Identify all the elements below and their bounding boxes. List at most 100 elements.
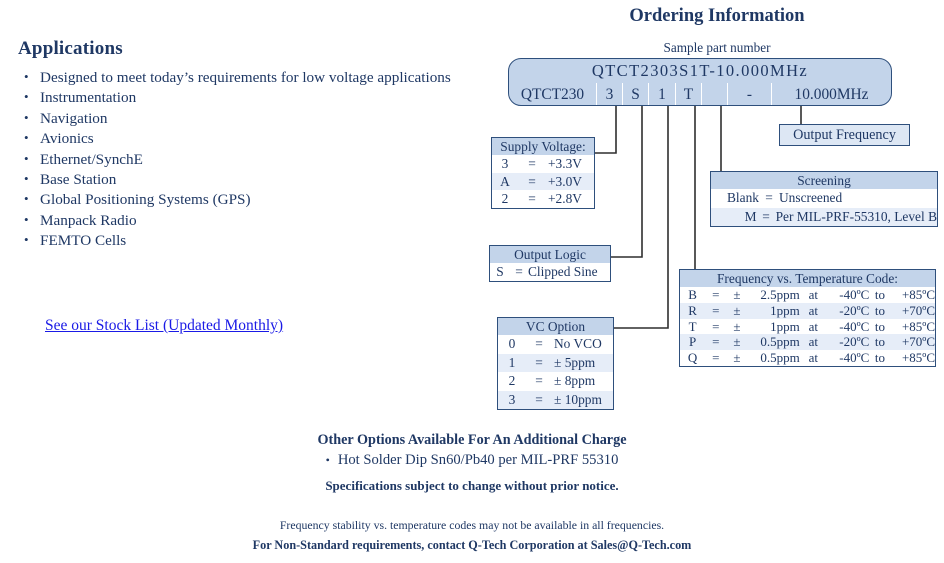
list-item: • Manpack Radio bbox=[18, 211, 458, 230]
bullet-icon: • bbox=[325, 453, 330, 467]
equals-cell: = bbox=[762, 208, 770, 224]
bullet-icon: • bbox=[24, 232, 29, 248]
equals-cell: = bbox=[528, 191, 536, 206]
equals-cell: = bbox=[535, 354, 543, 370]
part-number-full: QTCT2303S1T-10.000MHz bbox=[591, 61, 809, 80]
supply-voltage-box: Supply Voltage: 3 = +3.3V A = +3.0V 2 = … bbox=[491, 137, 595, 209]
value-cell: ± 8ppm bbox=[554, 373, 596, 389]
screening-header: Screening bbox=[711, 172, 937, 189]
code-cell: Q bbox=[687, 350, 698, 366]
output-logic-header: Output Logic bbox=[490, 246, 610, 263]
vc-option-box: VC Option 0 = No VCO 1 = ± 5ppm 2 = ± 8p… bbox=[497, 317, 614, 411]
code-cell: 2 bbox=[508, 373, 516, 389]
equals-cell: = bbox=[528, 156, 536, 171]
value-cell: +2.8V bbox=[548, 191, 582, 206]
temp-low-cell: -40ºC bbox=[839, 350, 870, 366]
code-cell: 3 bbox=[501, 156, 509, 171]
table-row: R = ± 1ppm at -20ºC to +70ºC bbox=[680, 302, 935, 319]
plusminus-cell: ± bbox=[733, 287, 741, 302]
plusminus-cell: ± bbox=[733, 350, 741, 366]
equals-cell: = bbox=[712, 318, 720, 334]
footnote-contact: For Non-Standard requirements, contact Q… bbox=[252, 538, 692, 552]
table-row: A = +3.0V bbox=[492, 172, 594, 190]
list-item-label: Designed to meet today’s requirements fo… bbox=[40, 69, 451, 86]
stability-cell: 0.5ppm bbox=[760, 350, 800, 366]
equals-cell: = bbox=[712, 287, 720, 302]
value-cell: Unscreened bbox=[779, 190, 843, 205]
table-row: T = ± 1ppm at -40ºC to +85ºC bbox=[680, 319, 935, 335]
temp-high-cell: +85ºC bbox=[901, 350, 935, 366]
table-row: Q = ± 0.5ppm at -40ºC to +85ºC bbox=[680, 350, 935, 366]
code-cell: 0 bbox=[508, 336, 516, 351]
equals-cell: = bbox=[535, 391, 543, 407]
temp-low-cell: -20ºC bbox=[839, 334, 870, 350]
temp-high-cell: +70ºC bbox=[901, 302, 935, 318]
table-row: B = ± 2.5ppm at -40ºC to +85ºC bbox=[680, 287, 935, 303]
part-number-cell-base: QTCT230 bbox=[509, 83, 597, 105]
bullet-icon: • bbox=[24, 89, 29, 105]
table-row: 1 = ± 5ppm bbox=[498, 353, 613, 373]
code-cell: P bbox=[688, 334, 697, 350]
plusminus-cell: ± bbox=[733, 302, 741, 318]
list-item-label: Base Station bbox=[40, 171, 117, 189]
list-item: •Designed to meet today’s requirements f… bbox=[18, 68, 458, 87]
sample-part-number-label: Sample part number bbox=[663, 40, 771, 55]
bullet-icon: • bbox=[24, 150, 29, 166]
part-number-cell-screening bbox=[702, 83, 728, 105]
to-cell: to bbox=[874, 334, 885, 350]
bullet-icon: • bbox=[24, 109, 29, 125]
equals-cell: = bbox=[765, 190, 773, 205]
value-cell: ± 5ppm bbox=[554, 354, 596, 370]
list-item: •Ethernet/SynchE bbox=[18, 150, 458, 169]
part-number-cell-dash: - bbox=[728, 83, 772, 105]
code-cell: A bbox=[500, 173, 510, 189]
list-item-label: Manpack Radio bbox=[40, 211, 137, 229]
bullet-icon: • bbox=[24, 171, 29, 187]
equals-cell: = bbox=[712, 302, 720, 318]
equals-cell: = bbox=[535, 336, 543, 351]
stock-list-link[interactable]: See our Stock List (Updated Monthly) bbox=[45, 317, 284, 334]
equals-cell: = bbox=[535, 373, 543, 389]
at-cell: at bbox=[808, 334, 818, 350]
code-cell: 2 bbox=[501, 191, 509, 206]
table-row: 3 = +3.3V bbox=[492, 155, 594, 173]
list-item-label: Global Positioning Systems (GPS) bbox=[40, 191, 251, 209]
table-row: M = Per MIL-PRF-55310, Level B bbox=[711, 207, 937, 226]
applications-list: • Designed to meet today’s requirements f… bbox=[18, 68, 458, 251]
list-item-label: FEMTO Cells bbox=[40, 232, 127, 250]
code-cell: S bbox=[496, 264, 504, 279]
specifications-notice: Specifications subject to change without… bbox=[325, 478, 619, 493]
part-number-cell-logic: S bbox=[623, 83, 649, 105]
part-number-cell-frequency: 10.000MHz bbox=[794, 86, 869, 103]
connector-output-logic bbox=[611, 106, 643, 258]
code-cell: 3 bbox=[508, 391, 516, 407]
list-item: • Global Positioning Systems (GPS) bbox=[18, 190, 458, 209]
part-number-cell-voltage: 3 bbox=[597, 83, 623, 105]
value-cell: +3.0V bbox=[548, 173, 582, 189]
table-row: 2 = +2.8V bbox=[492, 190, 594, 208]
at-cell: at bbox=[808, 318, 818, 334]
temp-high-cell: +85ºC bbox=[901, 287, 935, 302]
screening-box: Screening Blank = Unscreened M = Per MIL… bbox=[710, 171, 938, 227]
bullet-icon: • bbox=[24, 191, 29, 207]
value-cell: Per MIL-PRF-55310, Level B bbox=[775, 208, 937, 224]
temp-low-cell: -40ºC bbox=[839, 318, 870, 334]
table-row: 2 = ± 8ppm bbox=[498, 372, 613, 391]
at-cell: at bbox=[808, 287, 818, 302]
equals-cell: = bbox=[712, 334, 720, 350]
to-cell: to bbox=[874, 318, 885, 334]
part-number-capsule: QTCT2303S1T-10.000MHz QTCT230 3 S 1 T - … bbox=[508, 58, 892, 106]
list-item: • Instrumentation bbox=[18, 88, 458, 107]
stability-cell: 1ppm bbox=[770, 302, 800, 318]
part-number-cell-temp: T bbox=[676, 83, 702, 105]
temp-high-cell: +70ºC bbox=[901, 334, 935, 350]
to-cell: to bbox=[874, 287, 885, 302]
bullet-icon: • bbox=[24, 130, 29, 146]
stability-cell: 2.5ppm bbox=[760, 287, 800, 302]
list-item-label: Instrumentation bbox=[40, 89, 137, 107]
bullet-icon: • bbox=[24, 211, 29, 227]
table-row: P = ± 0.5ppm at -20ºC to +70ºC bbox=[680, 334, 935, 351]
part-number-cell-vc: 1 bbox=[649, 83, 676, 105]
